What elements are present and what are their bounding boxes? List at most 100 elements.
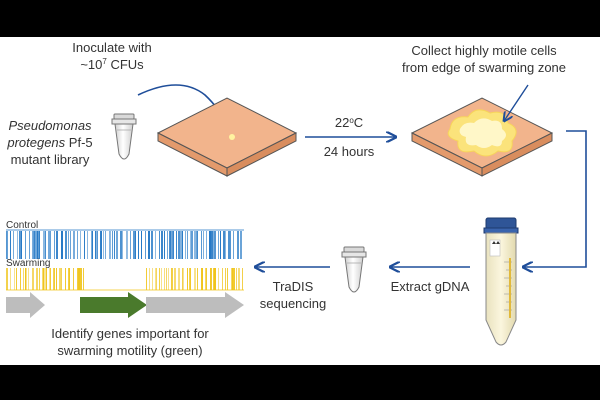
read-mark	[49, 268, 50, 290]
read-mark	[178, 231, 180, 259]
read-mark	[80, 231, 81, 259]
read-mark	[242, 268, 243, 290]
read-mark	[210, 268, 211, 290]
read-mark	[127, 231, 128, 259]
read-mark	[174, 268, 176, 290]
control-track	[6, 231, 242, 259]
read-mark	[25, 268, 26, 290]
read-mark	[191, 231, 193, 259]
read-mark	[6, 231, 7, 259]
read-mark	[149, 268, 150, 290]
read-mark	[61, 231, 63, 259]
read-mark	[236, 268, 237, 290]
read-mark	[233, 231, 234, 259]
read-mark	[59, 268, 61, 290]
diagram-panel: Inoculate with ~107 CFUs Pseudomonas pro…	[0, 37, 600, 365]
read-mark	[206, 231, 207, 259]
read-mark	[197, 268, 198, 290]
read-mark	[34, 231, 35, 259]
read-mark	[194, 268, 196, 290]
read-mark	[170, 231, 171, 259]
read-mark	[57, 231, 58, 259]
read-mark	[77, 268, 78, 290]
read-mark	[238, 268, 240, 290]
collect-label-line1: Collect highly motile cells	[411, 43, 557, 58]
read-mark	[78, 268, 80, 290]
inoculate-label-line2: ~107 CFUs	[80, 57, 144, 72]
read-mark	[32, 231, 33, 259]
read-mark	[233, 268, 235, 290]
gene-map	[6, 292, 244, 318]
read-mark	[218, 231, 219, 259]
read-mark	[32, 268, 34, 290]
read-mark	[148, 231, 150, 259]
read-mark	[80, 268, 82, 290]
read-mark	[201, 268, 202, 290]
read-mark	[223, 231, 225, 259]
read-mark	[152, 268, 153, 290]
read-mark	[155, 231, 156, 259]
read-mark	[109, 231, 110, 259]
read-mark	[190, 268, 191, 290]
gene-arrow-gray-1	[6, 292, 45, 318]
control-track-label: Control	[6, 220, 38, 231]
read-mark	[214, 231, 216, 259]
collect-pointer-arrow	[504, 84, 529, 121]
read-mark	[43, 268, 44, 290]
read-mark	[95, 231, 96, 259]
read-mark	[164, 231, 165, 259]
library-label-line3: mutant library	[11, 152, 90, 167]
read-mark	[194, 231, 196, 259]
read-mark	[114, 231, 115, 259]
read-mark	[182, 268, 183, 290]
read-mark	[213, 231, 214, 259]
read-mark	[54, 268, 55, 290]
read-mark	[168, 268, 169, 290]
read-mark	[70, 231, 71, 259]
falcon-tube-icon	[483, 217, 519, 346]
read-mark	[225, 231, 226, 259]
incubation-duration: 24 hours	[324, 144, 375, 159]
read-mark	[20, 231, 21, 259]
read-mark	[201, 231, 202, 259]
read-mark	[29, 231, 30, 259]
read-mark	[159, 231, 160, 259]
workflow-diagram: Inoculate with ~107 CFUs Pseudomonas pro…	[6, 40, 587, 358]
inoculation-spot	[229, 134, 235, 140]
read-mark	[45, 231, 46, 259]
read-mark	[56, 268, 57, 290]
read-mark	[241, 231, 242, 259]
read-mark	[103, 231, 104, 259]
read-mark	[116, 231, 118, 259]
read-mark	[178, 268, 180, 290]
read-mark	[50, 231, 51, 259]
read-mark	[39, 268, 40, 290]
swarming-track-label: Swarming	[6, 258, 50, 269]
read-mark	[126, 231, 127, 259]
read-mark	[65, 268, 66, 290]
read-mark	[159, 268, 160, 290]
read-mark	[6, 268, 8, 290]
gene-arrow-gray-2	[146, 292, 244, 318]
read-mark	[211, 268, 212, 290]
read-mark	[84, 231, 85, 259]
read-mark	[19, 231, 20, 259]
read-mark	[145, 231, 146, 259]
read-mark	[227, 268, 228, 290]
read-mark	[46, 268, 47, 290]
read-mark	[180, 231, 182, 259]
read-mark	[164, 268, 165, 290]
read-mark	[28, 268, 29, 290]
identify-label-line2: swarming motility (green)	[57, 343, 202, 358]
read-mark	[73, 268, 74, 290]
read-mark	[69, 268, 70, 290]
read-mark	[135, 231, 136, 259]
read-mark	[7, 231, 8, 259]
microcentrifuge-tube-icon	[111, 113, 137, 160]
read-mark	[20, 268, 21, 290]
read-mark	[240, 231, 241, 259]
read-mark	[130, 231, 131, 259]
microcentrifuge-tube-icon	[341, 246, 367, 293]
read-mark	[65, 231, 67, 259]
